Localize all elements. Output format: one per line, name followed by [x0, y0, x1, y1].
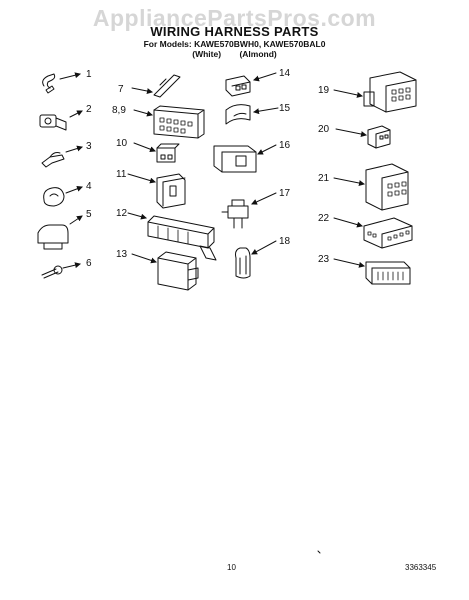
label-part-11: 11 [116, 169, 127, 180]
label-part-19: 19 [318, 85, 330, 96]
watermark: AppliancePartsPros.com [92, 5, 377, 31]
part-17-terminal-block [221, 192, 277, 229]
part-4-clamp [43, 185, 83, 207]
part-23-connector-strip [333, 258, 411, 285]
label-part-10: 10 [116, 138, 128, 149]
label-part-13: 13 [116, 249, 128, 260]
label-part-3: 3 [86, 141, 92, 152]
label-part-8-9: 8,9 [112, 105, 126, 116]
label-part-23: 23 [318, 254, 330, 265]
part-7-strip [131, 74, 181, 98]
label-part-15: 15 [279, 103, 291, 114]
part-1-clip [42, 72, 81, 94]
part-5-bracket [37, 215, 83, 250]
part-8-9-housing [133, 105, 205, 139]
part-12-connector-block [127, 212, 217, 261]
label-part-18: 18 [279, 236, 291, 247]
part-18-clip [235, 240, 277, 279]
label-part-21: 21 [318, 173, 330, 184]
stray-mark [317, 550, 321, 554]
part-21-housing [333, 163, 409, 211]
color-variants: (White) (Almond) [0, 49, 469, 59]
part-14-plug [225, 72, 277, 97]
part-22-connector [333, 217, 413, 249]
label-part-6: 6 [86, 258, 92, 269]
part-6-screw [41, 262, 81, 279]
label-part-1: 1 [86, 69, 92, 80]
label-part-16: 16 [279, 140, 291, 151]
label-part-20: 20 [318, 124, 330, 135]
document-number: 3363345 [405, 563, 437, 572]
part-13-housing [131, 251, 199, 291]
variant-white: (White) [192, 49, 222, 59]
label-part-12: 12 [116, 208, 128, 219]
label-part-2: 2 [86, 104, 92, 115]
label-part-22: 22 [318, 213, 330, 224]
variant-almond: (Almond) [239, 49, 277, 59]
part-3-connector [41, 145, 83, 168]
part-20-connector [335, 125, 391, 149]
label-part-14: 14 [279, 68, 291, 79]
label-part-7: 7 [118, 84, 124, 95]
label-part-4: 4 [86, 181, 92, 192]
part-19-connector [333, 71, 417, 113]
part-15-sleeve [225, 104, 279, 125]
part-10-connector [133, 142, 180, 163]
label-part-17: 17 [279, 188, 291, 199]
part-11-housing [127, 173, 186, 209]
part-16-housing [213, 144, 277, 173]
part-2-terminal [39, 110, 83, 131]
page-number: 10 [227, 563, 236, 572]
model-numbers: For Models: KAWE570BWH0, KAWE570BAL0 [143, 39, 326, 49]
label-part-5: 5 [86, 209, 92, 220]
part-labels: 1 2 3 4 5 6 7 8,9 10 11 12 13 14 15 16 1… [86, 68, 330, 269]
page-title: WIRING HARNESS PARTS [150, 24, 319, 39]
